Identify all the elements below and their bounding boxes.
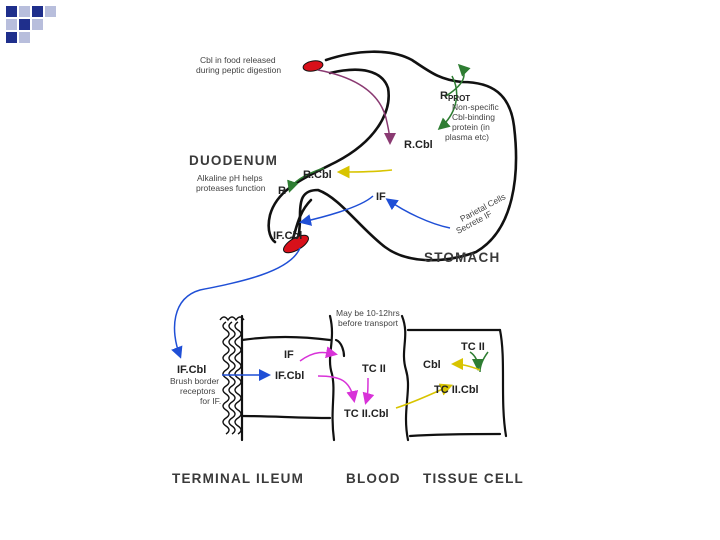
brush-label-2: receptors (180, 386, 215, 396)
stomach-title: STOMACH (424, 250, 500, 265)
magenta-arrow-to-tc2cbl (317, 375, 359, 403)
tissue-tc2cbl-label: TC II.Cbl (434, 384, 479, 396)
stomach-inner-wall (267, 68, 390, 244)
blue-arrow-if-to-duodenum (299, 195, 374, 226)
duodenum-note-2: proteases function (196, 183, 266, 193)
brush-label-3: for IF. (200, 396, 221, 406)
blue-arrow-if-from-parietal (385, 198, 451, 229)
rcbl-duodenum-label: R.Cbl (303, 169, 332, 181)
blood-note-2: before transport (338, 318, 399, 328)
duodenum-title: DUODENUM (189, 153, 278, 168)
magenta-arrow-if-release (299, 346, 338, 362)
yellow-arrow-cbl (451, 358, 481, 371)
blood-tc2-label: TC II (362, 363, 386, 375)
green-arrow-rprot (445, 63, 471, 97)
if-stomach-label: IF (376, 191, 386, 203)
purple-arrow-cbl-release (317, 69, 396, 145)
ileum-ifcbl-label: IF.Cbl (177, 364, 206, 376)
blood-tc2cbl-label: TC II.Cbl (344, 408, 389, 420)
ifcbl-duodenum-label: IF.Cbl (273, 230, 302, 242)
green-arrow-cbl-split (479, 351, 489, 373)
duodenum-note-1: Alkaline pH helps (197, 173, 263, 183)
stomach-outer-wall (290, 50, 518, 262)
rprot-desc-4: plasma etc) (445, 132, 489, 142)
green-arrow-tc2-release (469, 351, 484, 371)
rprot-label-main: RPROT (440, 90, 470, 103)
stomach-note-line2: during peptic digestion (196, 65, 281, 75)
r-duodenum-label: R (278, 185, 286, 197)
rcbl-stomach-label: R.Cbl (404, 139, 433, 151)
green-arrow-rprot-down (437, 75, 458, 130)
blood-note-1: May be 10-12hrs (336, 308, 400, 318)
rprot-desc-1: Non-specific (452, 102, 500, 112)
ileum-if-inner: IF (284, 349, 294, 361)
tissue-cbl-label: Cbl (423, 359, 441, 371)
blue-arrow-duodenum-to-ileum (171, 247, 301, 359)
ileum-cell-walls (240, 314, 508, 442)
stomach-note-line1: Cbl in food released (200, 55, 276, 65)
green-arrow-r (287, 167, 325, 193)
ileum-ifcbl-inner: IF.Cbl (275, 370, 304, 382)
cardiac-sphincter (302, 60, 324, 72)
blood-title: BLOOD (346, 471, 401, 486)
yellow-arrow-rcbl (336, 165, 393, 179)
brush-border-villi (219, 316, 245, 435)
yellow-arrow-tc2cbl-to-cell (395, 383, 453, 409)
rprot-desc-3: protein (in (452, 122, 490, 132)
gut-outline (267, 50, 518, 262)
tissue-title: TISSUE CELL (423, 471, 524, 486)
tissue-tc2-label: TC II (461, 341, 485, 353)
magenta-arrow-tc2-down (362, 377, 375, 405)
brush-label-1: Brush border (170, 376, 219, 386)
rprot-desc-2: Cbl-binding (452, 112, 495, 122)
ileum-title: TERMINAL ILEUM (172, 471, 304, 486)
